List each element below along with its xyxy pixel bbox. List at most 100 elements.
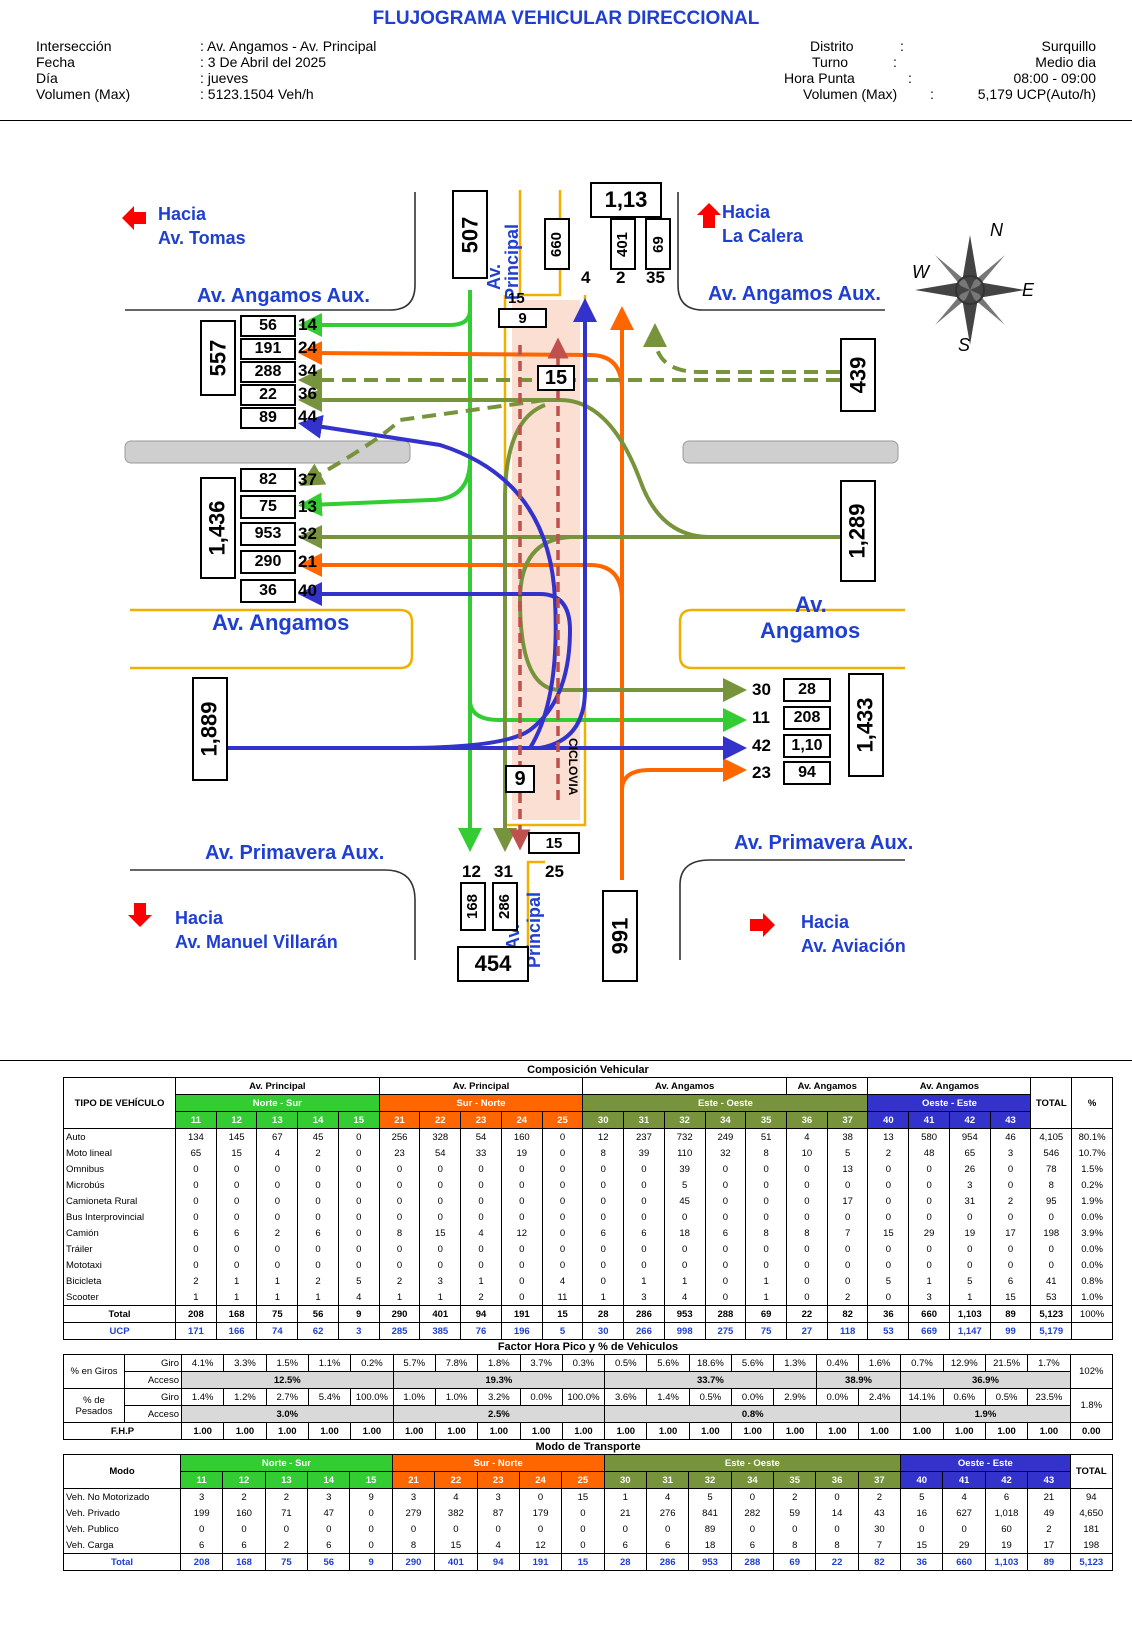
table-cell: 39 xyxy=(663,1161,706,1177)
table-cell: 1.1% xyxy=(307,1354,352,1372)
mode-name: Veh. Publico xyxy=(63,1521,181,1537)
table-cell: 0 xyxy=(337,1145,380,1161)
west-exit-13: 75 xyxy=(240,495,296,519)
table-cell: 76 xyxy=(460,1322,502,1340)
table-cell: 3 xyxy=(337,1322,380,1340)
table-cell: 5 xyxy=(663,1177,706,1193)
table-cell: 8 xyxy=(582,1145,625,1161)
table-cell: 0 xyxy=(867,1289,910,1306)
east-exit-23: 94 xyxy=(783,761,831,785)
movement-code: 43 xyxy=(1027,1471,1071,1489)
table-cell: 0 xyxy=(541,1145,584,1161)
table-cell: 0 xyxy=(460,1161,502,1177)
table-cell: 0 xyxy=(215,1257,258,1273)
table-cell: 2 xyxy=(175,1273,217,1289)
table-cell: 4 xyxy=(434,1488,478,1505)
movement-code: 40 xyxy=(867,1111,910,1129)
table-cell: 0 xyxy=(215,1161,258,1177)
table-cell: 0 xyxy=(541,1161,584,1177)
table-cell: 14.1% xyxy=(900,1388,944,1406)
total-header: TOTAL xyxy=(1030,1077,1073,1129)
table-cell: 0 xyxy=(908,1241,950,1257)
table-cell: 87 xyxy=(476,1505,520,1521)
direction-header: Sur - Norte xyxy=(378,1094,584,1112)
table-cell: 0 xyxy=(942,1521,986,1537)
table-cell: 0 xyxy=(989,1257,1032,1273)
table-cell: 0 xyxy=(786,1241,828,1257)
table-cell: 75 xyxy=(256,1305,299,1323)
south-exit-31: 286 xyxy=(492,882,518,931)
street-sw-aux: Av. Primavera Aux. xyxy=(205,842,385,864)
table-cell: 62 xyxy=(297,1322,339,1340)
table-cell: 0 xyxy=(256,1177,299,1193)
table-cell: 75 xyxy=(745,1322,788,1340)
bike-top-code: 15 xyxy=(508,290,525,307)
table-cell: 1.00 xyxy=(265,1422,309,1440)
table-cell: 5 xyxy=(826,1145,869,1161)
total-label: Total xyxy=(63,1305,176,1323)
ucp-label: UCP xyxy=(63,1322,176,1340)
table-cell: 28 xyxy=(603,1553,647,1571)
table-cell: 1 xyxy=(256,1273,299,1289)
table-cell: 4 xyxy=(460,1225,502,1241)
table-cell: 0 xyxy=(541,1225,584,1241)
table-cell: 41 xyxy=(1030,1273,1073,1289)
peak-title: Factor Hora Pico y % de Vehiculos xyxy=(497,1341,679,1353)
table-cell: 5.6% xyxy=(646,1354,690,1372)
table-cell: 4 xyxy=(337,1289,380,1306)
approach-header: Av. Angamos xyxy=(582,1077,788,1095)
table-cell: 998 xyxy=(663,1322,706,1340)
movement-code: 41 xyxy=(908,1111,950,1129)
table-cell: 0 xyxy=(256,1257,299,1273)
table-cell: 15 xyxy=(561,1488,605,1505)
table-cell: 0 xyxy=(623,1209,665,1225)
table-cell: 1.00 xyxy=(900,1422,944,1440)
table-cell: 6 xyxy=(175,1225,217,1241)
table-cell: 65 xyxy=(175,1145,217,1161)
hdr-label-interseccion: Intersección xyxy=(36,38,112,54)
table-cell: 1.00 xyxy=(1027,1422,1071,1440)
table-cell: 0 xyxy=(663,1241,706,1257)
bike-bottom-value: 9 xyxy=(505,765,535,793)
table-cell: 4 xyxy=(645,1488,690,1505)
table-cell: 89 xyxy=(688,1521,732,1537)
table-cell: 0 xyxy=(582,1241,625,1257)
table-cell: 0 xyxy=(582,1177,625,1193)
street-e-main-1: Av. xyxy=(795,592,827,617)
table-cell: 18 xyxy=(663,1225,706,1241)
table-cell: 0 xyxy=(623,1161,665,1177)
table-cell: 1,147 xyxy=(948,1322,991,1340)
table-cell: 1.00 xyxy=(350,1422,394,1440)
table-cell: 15 xyxy=(867,1225,910,1241)
table-cell: 0.0% xyxy=(519,1388,563,1406)
table-cell: 99 xyxy=(989,1322,1032,1340)
north-exit-code-2: 2 xyxy=(616,268,626,287)
hdr-label-volumen-ucp: Volumen (Max) xyxy=(803,86,898,102)
table-cell: 15 xyxy=(989,1289,1032,1306)
table-cell: 0 xyxy=(518,1488,563,1505)
bike-bottom-code: 15 xyxy=(528,832,580,854)
table-cell: 0 xyxy=(256,1209,299,1225)
table-cell: 3 xyxy=(391,1488,436,1505)
table-cell: 5 xyxy=(900,1488,944,1505)
table-cell: 0 xyxy=(745,1257,788,1273)
table-cell: 6 xyxy=(222,1537,266,1554)
table-cell: 1.00 xyxy=(857,1422,902,1440)
movement-code: 42 xyxy=(984,1471,1029,1489)
table-cell: 0 xyxy=(704,1209,747,1225)
table-cell: 0 xyxy=(561,1505,605,1521)
table-cell: 0 xyxy=(476,1521,520,1537)
table-cell: 0 xyxy=(989,1177,1032,1193)
table-cell: 21 xyxy=(1027,1488,1071,1505)
vehicle-type: Omnibus xyxy=(63,1161,176,1177)
table-cell: 17 xyxy=(826,1193,869,1209)
table-cell: 0 xyxy=(704,1193,747,1209)
movement-code: 23 xyxy=(460,1111,502,1129)
